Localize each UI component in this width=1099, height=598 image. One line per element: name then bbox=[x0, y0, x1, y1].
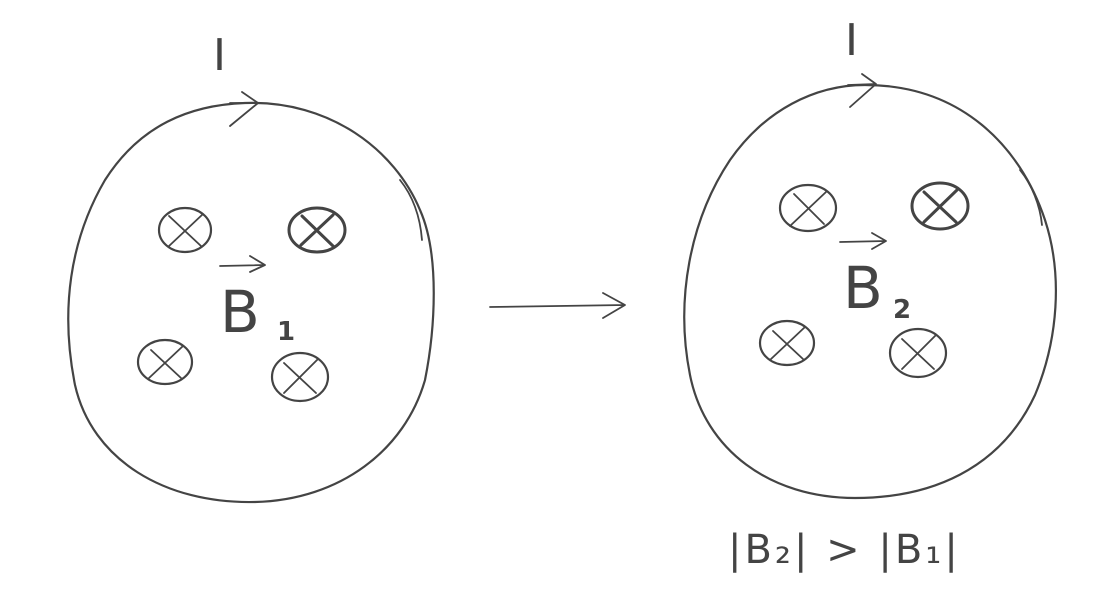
magnitude-relation: |B₂| > |B₁| bbox=[728, 527, 961, 573]
field-subscript-b1: 1 bbox=[277, 317, 295, 347]
current-loop-right bbox=[683, 83, 1057, 500]
vector-arrow-b2-icon bbox=[839, 232, 887, 250]
vector-arrow-b1-icon bbox=[219, 255, 266, 273]
field-into-page-marker bbox=[778, 183, 838, 233]
field-into-page-marker bbox=[157, 206, 213, 254]
loop-left-retrace bbox=[399, 179, 423, 241]
current-arrow-left-icon bbox=[229, 91, 259, 127]
field-into-page-marker bbox=[270, 351, 330, 403]
current-label-left: I bbox=[213, 30, 226, 81]
field-subscript-b2: 2 bbox=[893, 295, 911, 325]
field-into-page-marker bbox=[910, 181, 970, 231]
loop-after: I B 2 bbox=[683, 15, 1057, 500]
field-into-page-marker bbox=[136, 338, 194, 386]
field-into-page-marker bbox=[758, 319, 816, 367]
current-arrow-right-icon bbox=[847, 73, 877, 108]
transition-arrow-icon bbox=[489, 292, 626, 319]
field-symbol-b2: B bbox=[843, 254, 883, 322]
current-loop-left bbox=[67, 101, 435, 504]
loop-right-retrace bbox=[1019, 169, 1043, 226]
field-symbol-b1: B bbox=[220, 278, 260, 346]
field-into-page-marker bbox=[888, 327, 948, 379]
current-label-right: I bbox=[845, 15, 858, 66]
loop-before: I B 1 bbox=[67, 30, 435, 504]
field-into-page-marker bbox=[287, 206, 347, 254]
